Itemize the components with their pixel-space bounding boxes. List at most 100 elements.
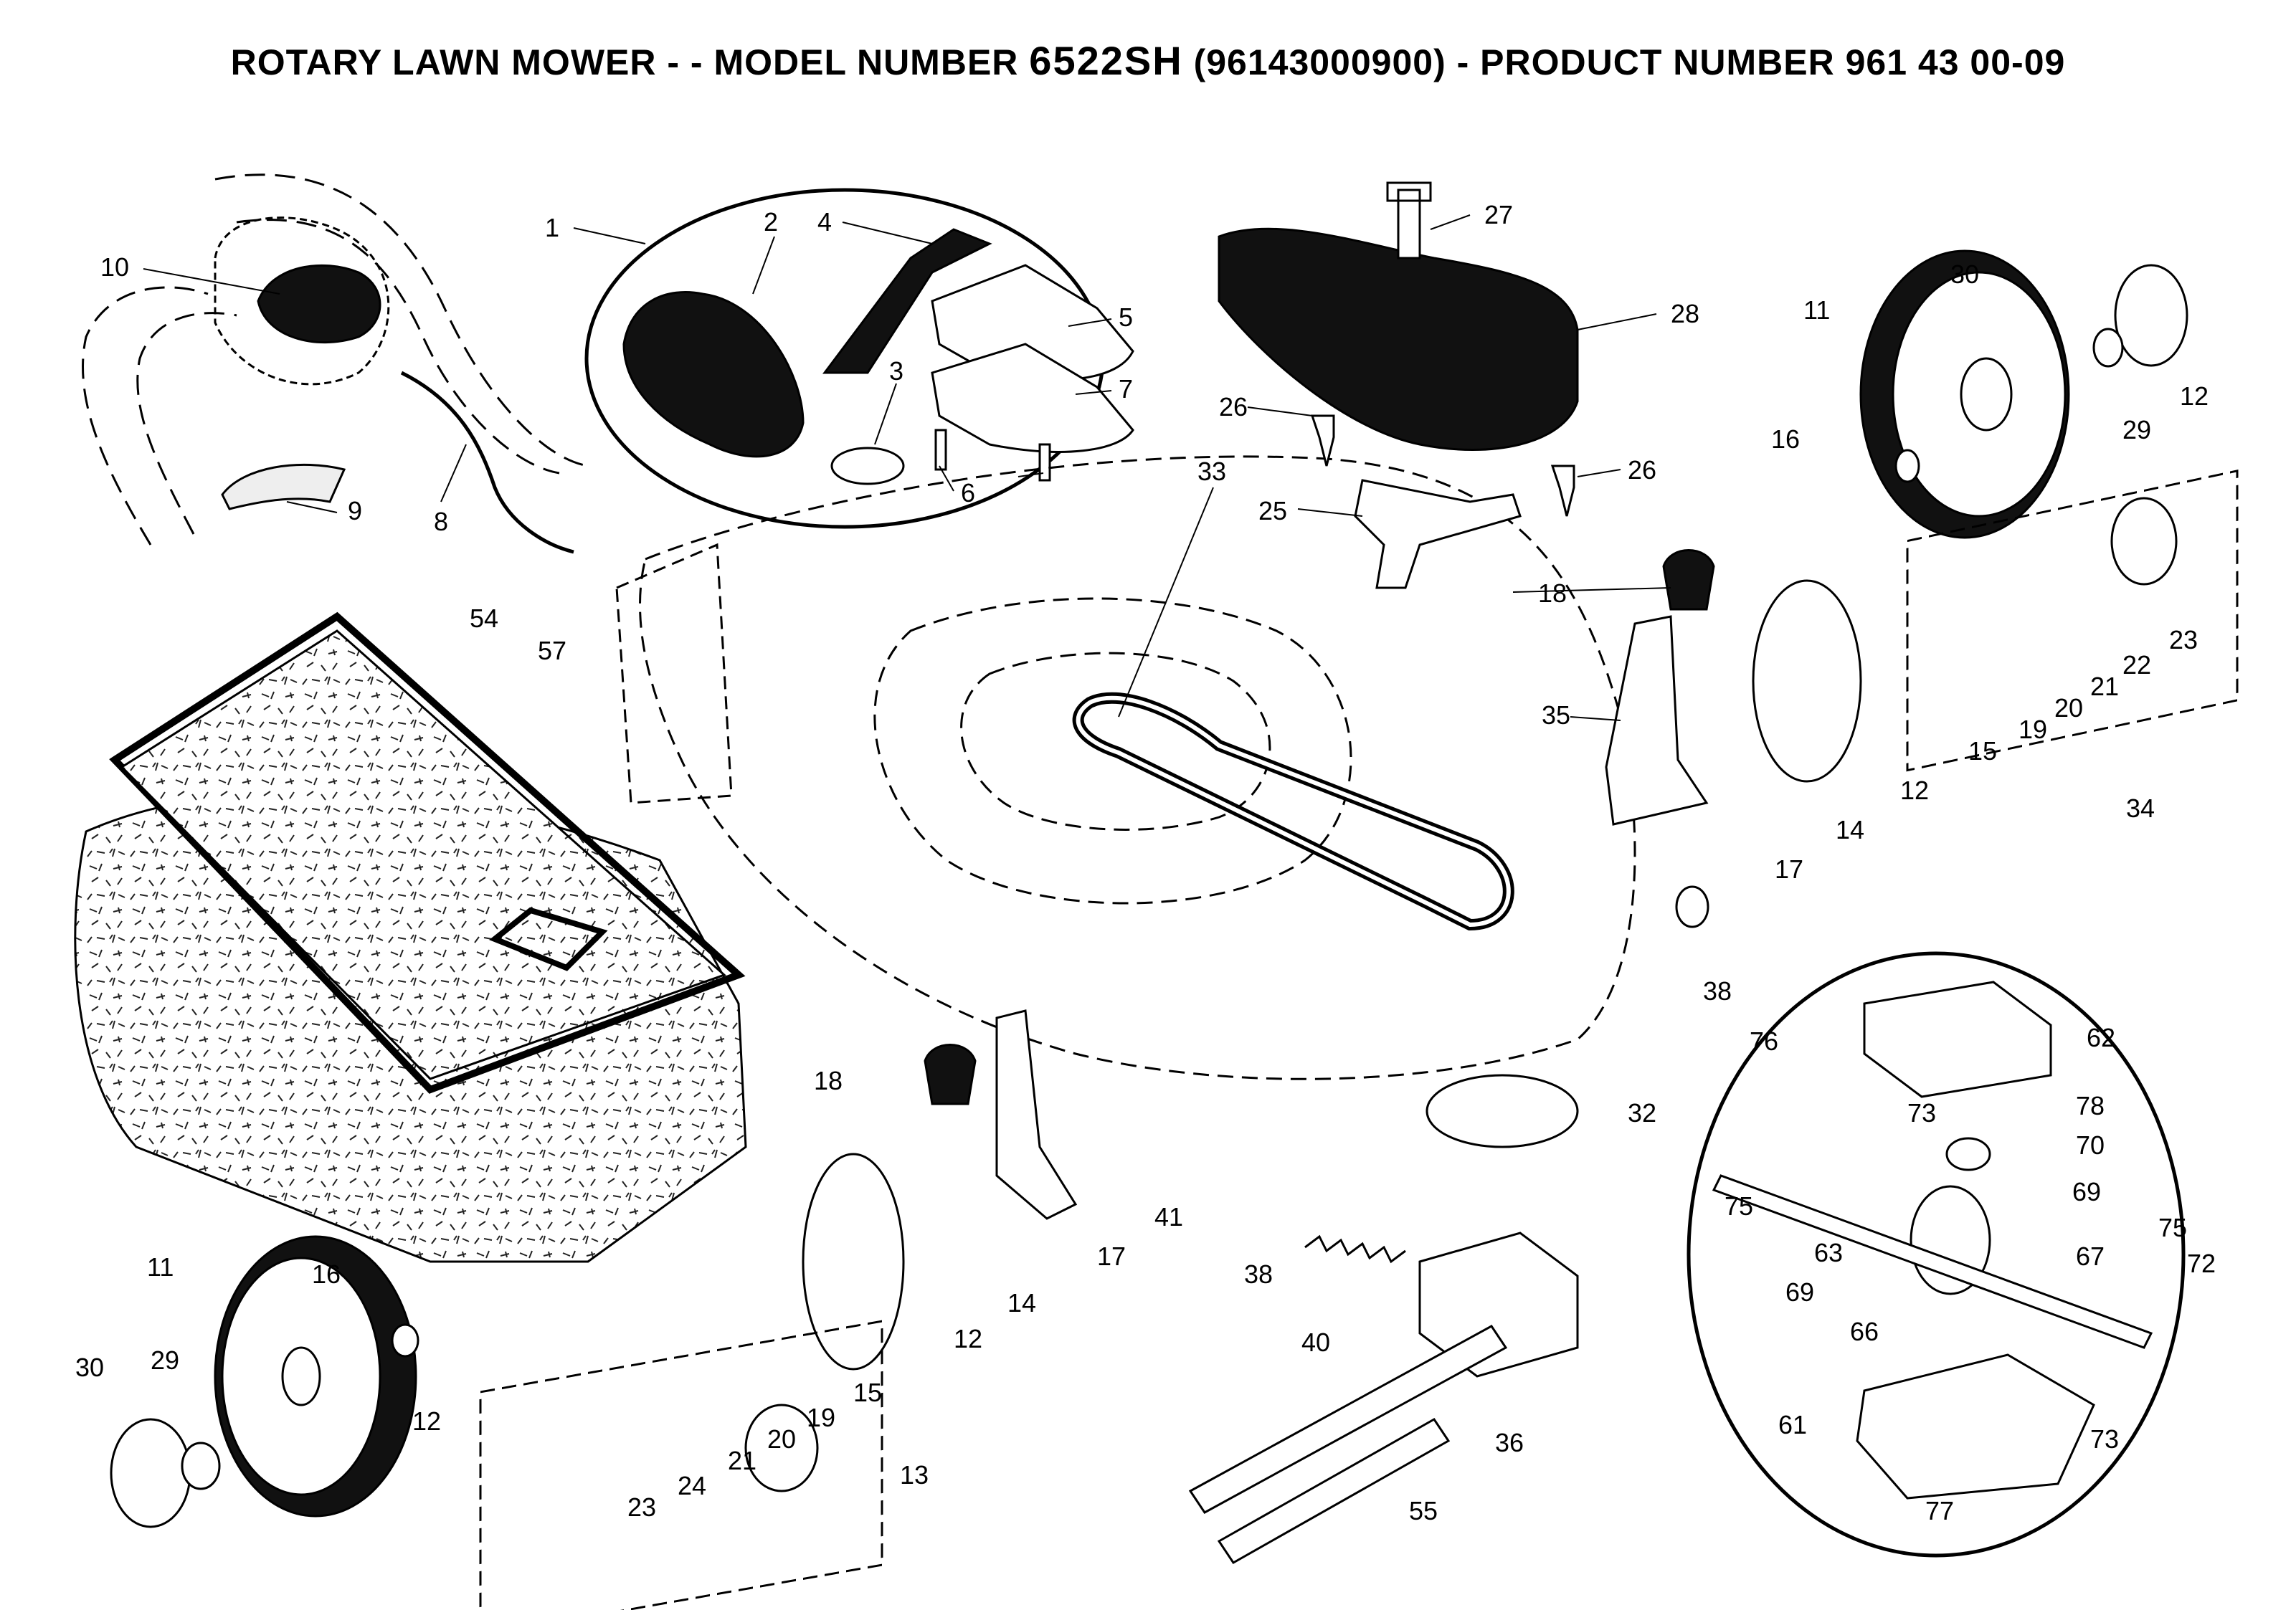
chute-bracket: [1354, 479, 1522, 589]
rear-spacer: [1675, 885, 1709, 928]
chute-screw-left: [1310, 414, 1335, 467]
front-gear-cluster: [744, 1404, 819, 1492]
front-left-bushing: [181, 1442, 221, 1490]
callout-12-rear-mid: 12: [1900, 776, 1929, 805]
callout-15-rear: 15: [1968, 736, 1997, 766]
grass-bag-handle: [489, 907, 608, 971]
callout-30-front: 30: [75, 1353, 104, 1382]
front-lever-knob: [924, 1044, 977, 1105]
callout-77: 77: [1925, 1496, 1954, 1525]
callout-2: 2: [764, 207, 778, 237]
callout-67: 67: [2076, 1242, 2105, 1271]
control-knob: [830, 447, 905, 485]
callout-75-left: 75: [1725, 1191, 1753, 1221]
callout-30-rear: 30: [1950, 259, 1979, 289]
control-screw-2: [1038, 443, 1051, 482]
callout-12-front-right: 12: [954, 1324, 982, 1353]
callout-17-rear: 17: [1775, 854, 1803, 884]
callout-26-right: 26: [1628, 455, 1656, 485]
title-model-number: 6522SH: [1029, 38, 1183, 83]
callout-11-rear: 11: [1803, 295, 1830, 325]
rear-height-lever: [1605, 615, 1709, 826]
chute-bolt: [1386, 181, 1432, 259]
handle-assembly: [82, 173, 589, 546]
transmission-housing: [1418, 1232, 1579, 1378]
callout-55: 55: [1409, 1496, 1438, 1525]
callout-28: 28: [1671, 299, 1699, 328]
callout-34: 34: [2126, 794, 2155, 823]
rear-lever-knob: [1662, 549, 1715, 611]
drive-shaft-sleeve: [1217, 1418, 1451, 1564]
callout-38-bottom: 38: [1244, 1259, 1273, 1289]
callout-15-front: 15: [853, 1378, 882, 1407]
rear-wheel-parts-group: [1906, 470, 2239, 772]
callout-61: 61: [1778, 1410, 1807, 1439]
rear-height-plate: [1752, 579, 1862, 783]
callout-13: 13: [900, 1460, 929, 1490]
control-screw-1: [934, 429, 947, 471]
callout-20-rear: 20: [2054, 693, 2083, 723]
callout-9: 9: [348, 496, 362, 525]
chute-screw-right: [1550, 465, 1575, 517]
callout-73-bottom: 73: [2090, 1424, 2119, 1454]
callout-19-front: 19: [807, 1403, 835, 1432]
front-left-hubcap: [110, 1418, 191, 1528]
rear-right-gear: [2110, 497, 2178, 586]
callout-11-front: 11: [147, 1252, 174, 1282]
handle-grip-foam: [214, 216, 390, 386]
cable-clip: [221, 463, 346, 510]
callout-62: 62: [2087, 1023, 2115, 1052]
callout-66: 66: [1850, 1317, 1879, 1346]
gearbox-upper-housing: [1863, 981, 2052, 1098]
callout-8: 8: [434, 507, 448, 536]
callout-21-front: 21: [728, 1446, 756, 1475]
callout-4: 4: [817, 207, 832, 237]
transmission-detail-circle: [1687, 951, 2186, 1558]
callout-69-bottom: 69: [1785, 1277, 1814, 1307]
callout-76: 76: [1750, 1027, 1778, 1056]
callout-38-top: 38: [1703, 976, 1732, 1006]
control-plate-lower: [931, 343, 1134, 453]
callout-19-rear: 19: [2019, 715, 2047, 744]
drive-spring: [1304, 1234, 1406, 1264]
callout-32: 32: [1628, 1098, 1656, 1128]
rear-right-bushing: [2092, 328, 2124, 368]
gearbox-lower-housing: [1856, 1353, 2095, 1500]
rear-right-hubcap: [2114, 264, 2188, 367]
front-left-washer: [391, 1323, 419, 1358]
callout-16-rear: 16: [1771, 424, 1800, 454]
callout-36: 36: [1495, 1428, 1524, 1457]
callout-14-front: 14: [1007, 1288, 1036, 1318]
callout-29-front: 29: [151, 1345, 179, 1375]
callout-40: 40: [1301, 1328, 1330, 1357]
callout-35: 35: [1542, 700, 1570, 730]
callout-63: 63: [1814, 1238, 1843, 1267]
callout-12-rear-top: 12: [2180, 381, 2209, 411]
callout-16-front: 16: [312, 1259, 341, 1289]
transmission-bearing: [1945, 1137, 1991, 1171]
callout-75-right: 75: [2158, 1213, 2187, 1242]
front-height-lever: [995, 1009, 1078, 1220]
front-left-height-plate: [802, 1153, 905, 1371]
callout-21-rear: 21: [2090, 672, 2119, 701]
callout-labels: 1 2 3 4 5 6 7 8 9 10 11 11 12 12 12 12 1…: [75, 200, 2216, 1525]
callout-33: 33: [1197, 457, 1226, 486]
diagram-title: ROTARY LAWN MOWER - - MODEL NUMBER 6522S…: [0, 37, 2296, 84]
drive-shaft: [1188, 1325, 1508, 1514]
callout-leaders: [143, 214, 1671, 721]
callout-41: 41: [1154, 1202, 1183, 1232]
callout-20-front: 20: [767, 1424, 796, 1454]
callout-12-front-left: 12: [412, 1406, 441, 1436]
callout-18-front: 18: [814, 1066, 843, 1095]
callout-6: 6: [961, 478, 975, 508]
deck-left-side-panel: [615, 543, 733, 804]
rear-discharge-chute: [1218, 227, 1579, 451]
callout-10: 10: [100, 252, 129, 282]
callout-69-top: 69: [2072, 1177, 2101, 1206]
callout-23-rear: 23: [2169, 625, 2198, 654]
drive-pulley: [1425, 1074, 1579, 1148]
callout-5: 5: [1119, 303, 1133, 332]
callout-54: 54: [470, 604, 498, 633]
control-lever-bail: [822, 228, 992, 374]
control-cover: [622, 291, 805, 458]
